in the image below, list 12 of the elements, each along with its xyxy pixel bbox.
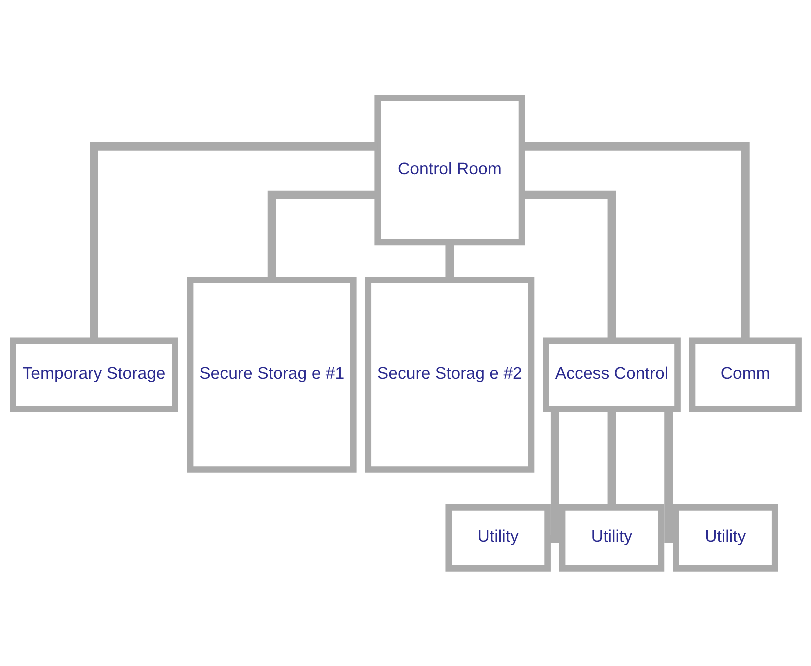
node-box: Control Room — [374, 94, 525, 246]
connector — [607, 409, 616, 507]
node-box: Secure Storag e #2 — [364, 276, 534, 472]
node-box: Utility — [672, 504, 778, 572]
node-box: Secure Storag e #1 — [186, 276, 356, 472]
node-box: Temporary Storage — [10, 337, 178, 412]
node-box: Utility — [558, 504, 664, 572]
connector — [90, 142, 378, 340]
connector — [267, 190, 378, 280]
node-box: Comm — [688, 337, 802, 412]
node-box: Utility — [445, 504, 550, 572]
node-box: Access Control — [542, 337, 680, 412]
